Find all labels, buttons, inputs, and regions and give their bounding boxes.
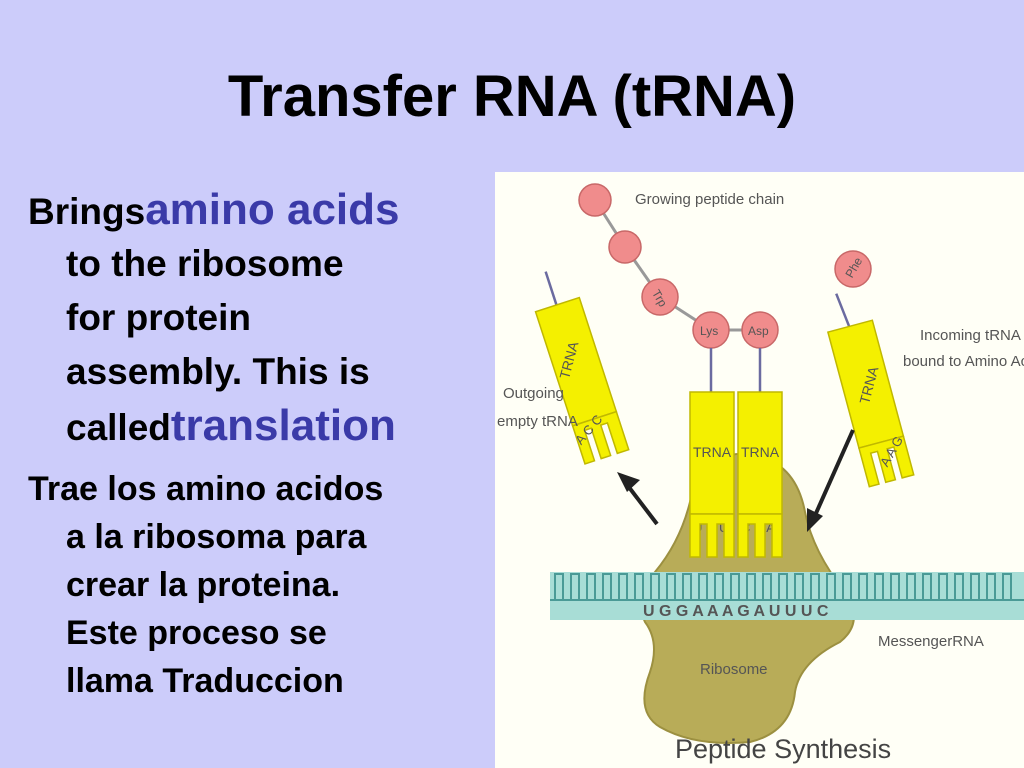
mrna-label: MessengerRNA — [878, 633, 984, 650]
trna-middle-teeth — [737, 513, 783, 558]
arrow-incoming-head — [807, 508, 823, 532]
trna-middle-teeth — [689, 513, 735, 558]
incoming-label-2: bound to Amino Acid — [903, 353, 1024, 370]
outgoing-label-1: Outgoing — [503, 385, 564, 402]
trna-middle-right — [737, 391, 783, 515]
spanish-line-5: llama Traduccion — [66, 662, 344, 700]
english-line-4: assembly. This is — [66, 351, 370, 392]
growing-chain-label: Growing peptide chain — [635, 191, 784, 208]
trna-middle-left — [689, 391, 735, 515]
amino-acid-trp — [641, 278, 679, 316]
trna-middle-right-label: TRNA — [741, 444, 780, 460]
mrna-sequence: U G G A A A G A U U U C — [643, 603, 829, 620]
brings-text: Brings — [28, 191, 146, 232]
outgoing-label-2: empty tRNA — [497, 413, 578, 430]
arrow-outgoing-head — [617, 472, 640, 492]
spanish-line-3: crear la proteina. — [66, 566, 341, 604]
trna-outgoing — [534, 271, 630, 465]
slide-title: Transfer RNA (tRNA) — [227, 64, 797, 129]
spanish-line-2: a la ribosoma para — [66, 518, 367, 556]
peptide-synthesis-figure: U G G A A A G A U U U C Trp Lys Asp Grow… — [495, 172, 1024, 768]
arrow-incoming-shaft — [811, 429, 855, 521]
spanish-line-4: Este proceso se — [66, 614, 327, 652]
amino-acid-lys-label: Lys — [700, 324, 718, 338]
english-line-3: for protein — [66, 297, 251, 338]
spanish-line-1: Trae los amino acidos — [28, 470, 384, 508]
english-line-5: calledtranslation — [66, 404, 396, 448]
amino-acid-asp-label: Asp — [748, 324, 769, 338]
amino-acid-phe — [834, 250, 872, 288]
english-line-2: to the ribosome — [66, 243, 344, 284]
ribosome-label: Ribosome — [700, 661, 768, 678]
peptide-synthesis-diagram: U G G A A A G A U U U C Trp Lys Asp Grow… — [497, 183, 1024, 764]
arrow-outgoing-shaft — [623, 480, 659, 526]
incoming-label-1: Incoming tRNA — [920, 327, 1021, 344]
translation-highlight: translation — [170, 401, 396, 450]
amino-acids-highlight: amino acids — [145, 185, 400, 234]
amino-acid-bead — [608, 230, 642, 264]
english-line-1: Bringsamino acids — [28, 188, 400, 232]
called-text: called — [66, 407, 171, 448]
figure-caption: Peptide Synthesis — [675, 734, 891, 764]
amino-acid-bead — [578, 183, 612, 217]
mrna-teeth — [550, 573, 1019, 601]
trna-middle-left-label: TRNA — [693, 444, 732, 460]
trna-incoming — [826, 293, 915, 488]
